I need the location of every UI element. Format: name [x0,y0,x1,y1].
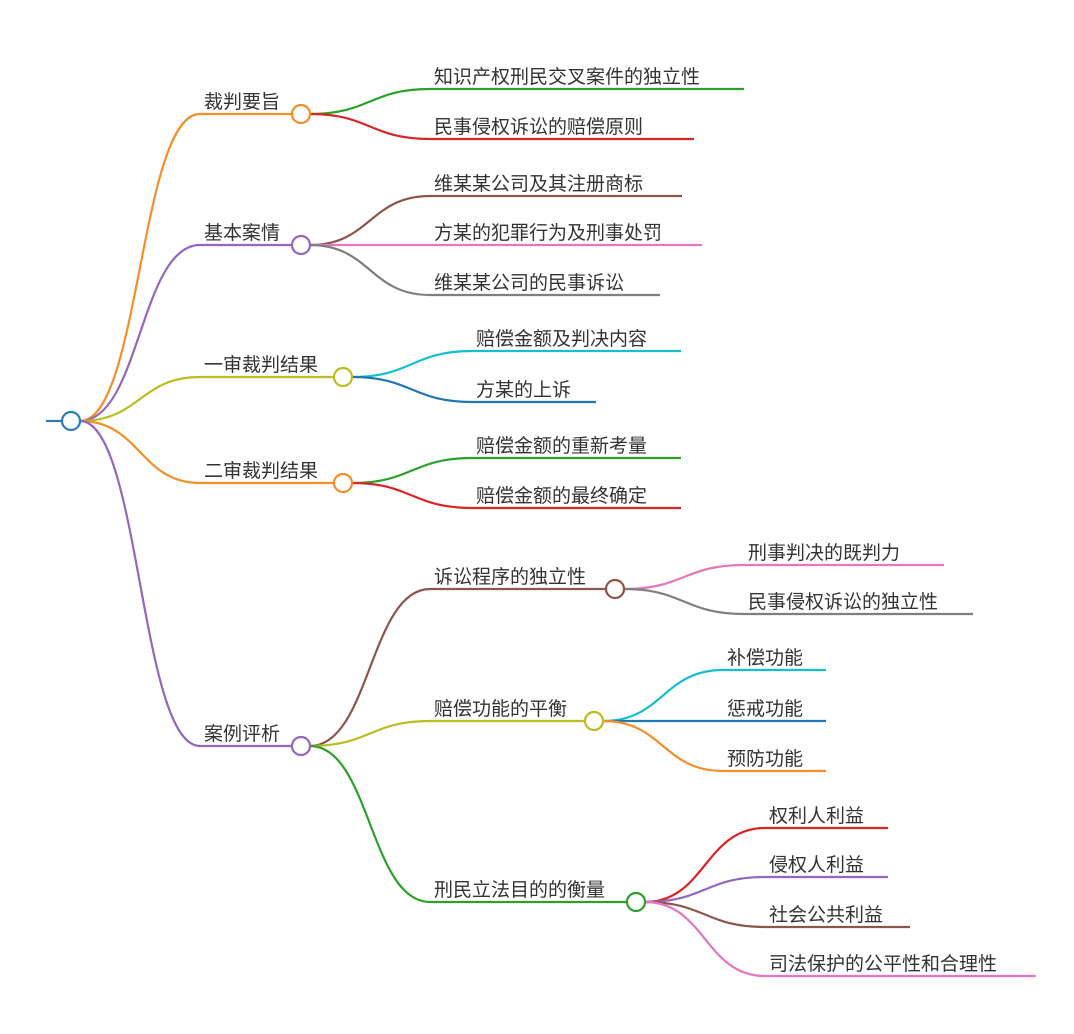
edge-b3-c2 [351,375,596,404]
leaf-s3-3[interactable]: 社会公共利益 [769,904,883,926]
branch-3-toggle[interactable] [332,366,354,388]
leaf-b4-1[interactable]: 赔偿金额的重新考量 [476,435,647,457]
leaf-b2-3[interactable]: 维某某公司的民事诉讼 [434,272,624,294]
edge-s1-c2 [623,587,973,616]
leaf-s2-3[interactable]: 预防功能 [727,748,803,770]
leaf-s3-4[interactable]: 司法保护的公平性和合理性 [769,953,997,975]
leaf-b3-1[interactable]: 赔偿金额及判决内容 [476,328,647,350]
subbranch-1-toggle[interactable] [604,578,626,600]
edge-b2-c3 [309,243,660,297]
branch-1-label[interactable]: 裁判要旨 [204,91,280,113]
edge-s3-c2 [644,875,888,904]
edge-root-b3 [79,375,334,423]
branch-2-label[interactable]: 基本案情 [204,222,280,244]
edge-root-b1 [79,112,292,423]
leaf-b1-1[interactable]: 知识产权刑民交叉案件的独立性 [434,66,700,88]
node-circles [60,103,647,913]
branch-4-toggle[interactable] [332,472,354,494]
edge-b5-s1 [309,587,606,748]
leaf-s1-2[interactable]: 民事侵权诉讼的独立性 [748,591,938,613]
leaf-b1-2[interactable]: 民事侵权诉讼的赔偿原则 [434,116,643,138]
leaf-b2-1[interactable]: 维某某公司及其注册商标 [434,173,643,195]
root-node-circle[interactable] [60,410,82,432]
subbranch-2-label[interactable]: 赔偿功能的平衡 [434,698,567,720]
leaf-b2-2[interactable]: 方某的犯罪行为及刑事处罚 [434,222,662,244]
edge-b5-s2 [309,719,585,748]
leaf-s3-2[interactable]: 侵权人利益 [769,854,864,876]
edge-b2-c1 [309,194,682,247]
subbranch-2-toggle[interactable] [583,710,605,732]
edge-b4-c1 [351,456,681,485]
branch-4-label[interactable]: 二审裁判结果 [204,460,318,482]
subbranch-1-label[interactable]: 诉讼程序的独立性 [434,566,586,588]
leaf-s2-2[interactable]: 惩戒功能 [727,698,803,720]
edges [46,87,1036,978]
edge-b3-c1 [351,349,681,379]
edge-root-b5 [79,419,292,748]
edge-s2-c3 [602,719,826,773]
edge-b4-c2 [351,481,681,510]
edge-b1-c1 [309,87,744,116]
edge-root-b4 [79,419,334,485]
leaf-s2-1[interactable]: 补偿功能 [727,647,803,669]
edge-b5-s3 [309,744,627,904]
branch-5-label[interactable]: 案例评析 [204,723,280,745]
leaf-b4-2[interactable]: 赔偿金额的最终确定 [476,485,647,507]
leaf-s1-1[interactable]: 刑事判决的既判力 [748,542,900,564]
edge-b1-c2 [309,112,694,141]
edge-s3-c1 [644,826,888,904]
subbranch-3-toggle[interactable] [625,891,647,913]
edge-s2-c1 [602,668,826,723]
edge-root-b2 [79,243,292,423]
labels: 裁判要旨 基本案情 一审裁判结果 二审裁判结果 案例评析 知识产权刑民交叉案件的… [204,66,997,975]
subbranch-3-label[interactable]: 刑民立法目的的衡量 [434,879,605,901]
branch-2-toggle[interactable] [290,234,312,256]
edge-s3-c4 [644,900,1036,978]
edge-s3-c3 [644,900,910,929]
edge-s1-c1 [623,563,944,591]
leaf-s3-1[interactable]: 权利人利益 [769,805,864,827]
branch-3-label[interactable]: 一审裁判结果 [204,354,318,376]
branch-1-toggle[interactable] [290,103,312,125]
branch-5-toggle[interactable] [290,735,312,757]
leaf-b3-2[interactable]: 方某的上诉 [476,379,571,401]
